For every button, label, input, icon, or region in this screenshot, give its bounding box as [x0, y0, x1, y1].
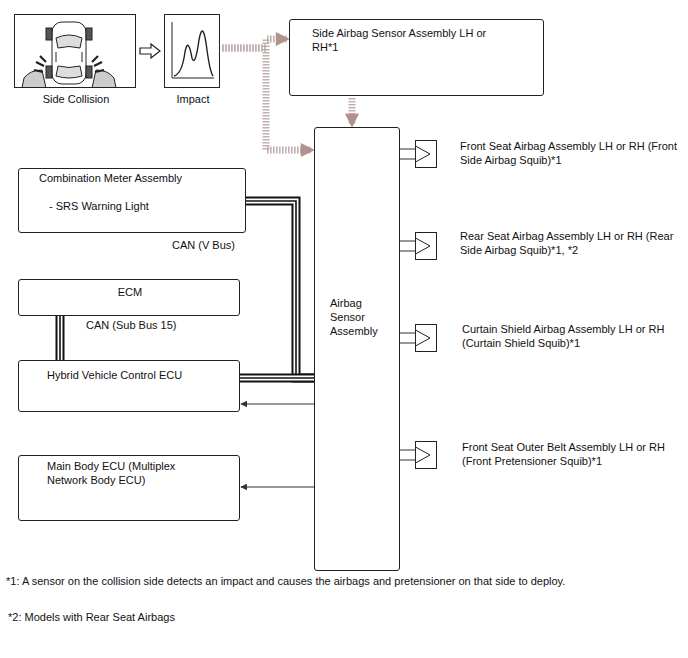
airbag-sensor-box: Airbag Sensor Assembly — [314, 127, 400, 571]
ecu-box: ECM — [18, 279, 240, 316]
car-illustration — [22, 22, 116, 88]
sensor-box: Side Airbag Sensor Assembly LH or RH*1 — [289, 19, 544, 96]
ecu-box: Hybrid Vehicle Control ECU — [18, 360, 240, 412]
can-bus-line — [246, 201, 314, 378]
box-title: Hybrid Vehicle Control ECU — [47, 368, 237, 382]
squib-outline — [415, 324, 437, 352]
squib-symbol: Curtain Shield Airbag Assembly LH or RH … — [415, 324, 437, 352]
can-bus-line — [59, 316, 61, 360]
illustration-frame: Side Collision — [14, 14, 136, 88]
squib-wire — [400, 149, 415, 159]
squib-wire — [400, 241, 415, 251]
ecu-box: Combination Meter Assembly - SRS Warning … — [18, 168, 246, 233]
box-title: Airbag Sensor Assembly — [330, 296, 392, 338]
can-bus-line — [56, 316, 65, 360]
box-title: ECM — [19, 285, 241, 299]
connector — [60, 316, 61, 360]
component-label: Curtain Shield Airbag Assembly LH or RH … — [462, 322, 678, 350]
footnote: *1: A sensor on the collision side detec… — [4, 574, 567, 588]
connector — [400, 241, 415, 251]
connector — [400, 450, 415, 460]
footnote: *2: Models with Rear Seat Airbags — [6, 610, 177, 624]
box-title: Main Body ECU (Multiplex Network Body EC… — [47, 459, 197, 487]
box-title: Combination Meter Assembly — [39, 171, 239, 185]
signal-line — [241, 487, 314, 488]
impact-signal-line — [349, 98, 356, 125]
can-bus-line — [58, 316, 63, 360]
bus-label: CAN (Sub Bus 15) — [84, 318, 178, 332]
connector — [140, 44, 160, 58]
illustration-frame: Impact — [164, 14, 220, 88]
component-label: Rear Seat Airbag Assembly LH or RH (Rear… — [460, 229, 678, 257]
hollow-arrow — [140, 44, 160, 58]
box-title: Side Collision — [15, 92, 137, 106]
box-title: Side Airbag Sensor Assembly LH or RH*1 — [312, 26, 502, 54]
bus-label: CAN (V Bus) — [170, 238, 237, 252]
squib-symbol: Rear Seat Airbag Assembly LH or RH (Rear… — [415, 232, 437, 260]
can-bus-line — [246, 201, 314, 378]
connector — [241, 404, 314, 405]
squib-wire — [400, 333, 415, 343]
ecu-box: Main Body ECU (Multiplex Network Body EC… — [18, 455, 240, 521]
signal-line — [241, 404, 314, 405]
squib-symbol: Front Seat Airbag Assembly LH or RH (Fro… — [415, 140, 437, 168]
squib-outline — [415, 441, 437, 469]
connector — [400, 333, 415, 343]
connector — [246, 201, 314, 378]
box-item: - SRS Warning Light — [49, 199, 229, 213]
squib-wire — [400, 450, 415, 460]
connector — [241, 487, 314, 488]
squib-outline — [415, 232, 437, 260]
can-bus-line — [240, 376, 314, 381]
can-bus-line — [246, 201, 314, 378]
connector — [240, 378, 314, 379]
can-bus-line — [240, 374, 314, 383]
component-label: Front Seat Airbag Assembly LH or RH (Fro… — [460, 139, 678, 167]
squib-symbol: Front Seat Outer Belt Assembly LH or RH … — [415, 441, 437, 469]
component-label: Front Seat Outer Belt Assembly LH or RH … — [462, 440, 678, 468]
can-bus-line — [240, 377, 314, 379]
squib-outline — [415, 140, 437, 168]
connector — [400, 149, 415, 159]
impact-graph — [172, 22, 214, 78]
box-title: Impact — [155, 92, 231, 106]
connector — [352, 98, 353, 125]
